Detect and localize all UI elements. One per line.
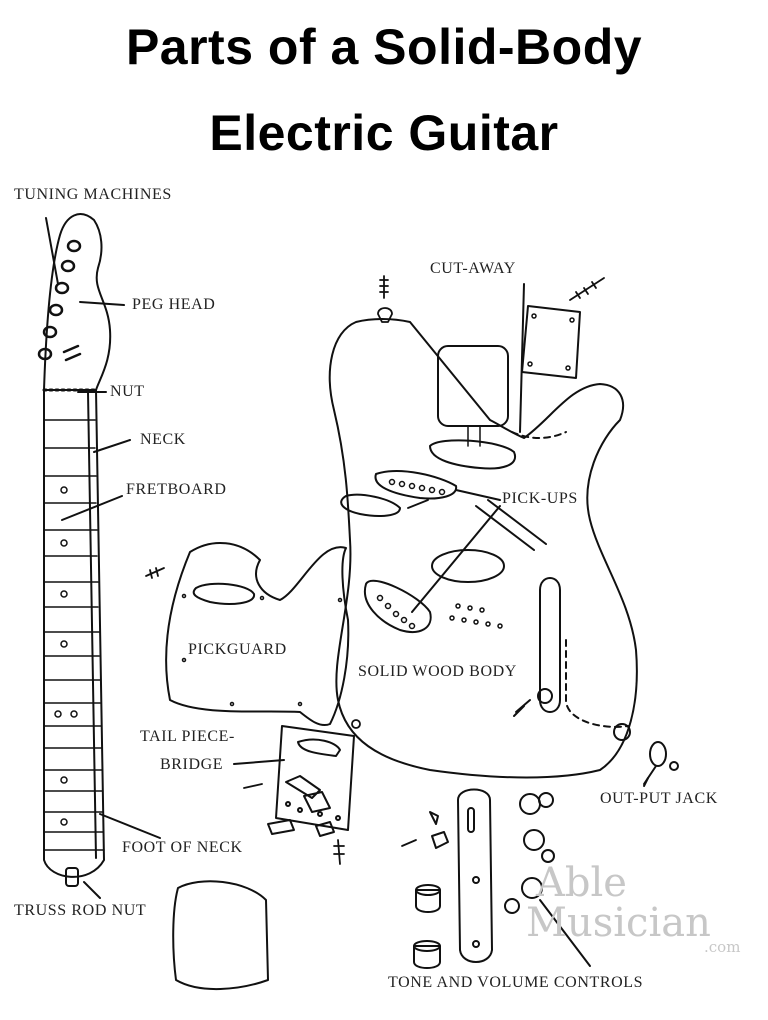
fretboard-edge	[87, 391, 97, 859]
label-nut: NUT	[110, 383, 145, 400]
strap-button	[537, 688, 553, 704]
label-tail-piece: TAIL PIECE-	[140, 728, 235, 745]
neck-pocket	[437, 345, 509, 427]
string-holes	[449, 603, 503, 629]
label-peg-head: PEG HEAD	[132, 296, 216, 313]
body-outline	[328, 318, 638, 779]
peg-head-outline	[43, 213, 112, 391]
label-tone-and-volume-controls: TONE AND VOLUME CONTROLS	[388, 974, 644, 991]
label-pickguard: PICKGUARD	[188, 641, 287, 658]
label-cut-away: CUT-AWAY	[430, 260, 516, 277]
potentiometers	[504, 792, 555, 914]
screws	[145, 275, 605, 865]
label-pick-ups: PICK-UPS	[502, 490, 578, 507]
watermark-dotcom: .com	[704, 938, 741, 956]
leader-lines	[45, 217, 649, 967]
frets	[43, 419, 105, 851]
guitar-body	[328, 318, 638, 779]
neck-plate	[521, 305, 581, 379]
label-fretboard: FRETBOARD	[126, 481, 227, 498]
guitar-neck	[37, 213, 112, 887]
saddle-part	[267, 819, 295, 835]
bridge-pickup-part	[363, 579, 432, 633]
bridge-pickup-cavity-2	[431, 549, 505, 583]
label-solid-wood-body: SOLID WOOD BODY	[358, 663, 517, 680]
tuning-pegs	[37, 239, 82, 362]
lower-body-panel	[172, 880, 269, 990]
label-truss-rod-nut: TRUSS ROD NUT	[14, 902, 147, 919]
control-cavity	[539, 577, 561, 713]
label-bridge: BRIDGE	[160, 756, 224, 773]
label-neck: NECK	[140, 431, 186, 448]
label-out-put-jack: OUT-PUT JACK	[600, 790, 718, 807]
label-tuning-machines: TUNING MACHINES	[14, 186, 172, 203]
title-line-1: Parts of a Solid-Body	[125, 19, 643, 75]
jack-cavity	[565, 639, 629, 728]
control-plate	[457, 788, 493, 963]
title-line-2: Electric Guitar	[209, 105, 559, 161]
watermark-musician: Musician	[526, 900, 711, 946]
bridge-plate	[275, 725, 355, 831]
neck-pickup-part	[374, 470, 458, 500]
fret-markers	[54, 486, 78, 826]
pickguard-part	[165, 542, 350, 726]
label-foot-of-neck: FOOT OF NECK	[122, 839, 243, 856]
bridge-pickup-cavity	[429, 439, 517, 470]
output-jack-part	[643, 741, 679, 785]
truss-rod-nut-part	[65, 867, 79, 887]
neck-outline	[43, 389, 105, 878]
watermark-able: Able	[536, 860, 627, 906]
cut-away-edge	[511, 431, 567, 439]
knobs	[413, 811, 449, 969]
